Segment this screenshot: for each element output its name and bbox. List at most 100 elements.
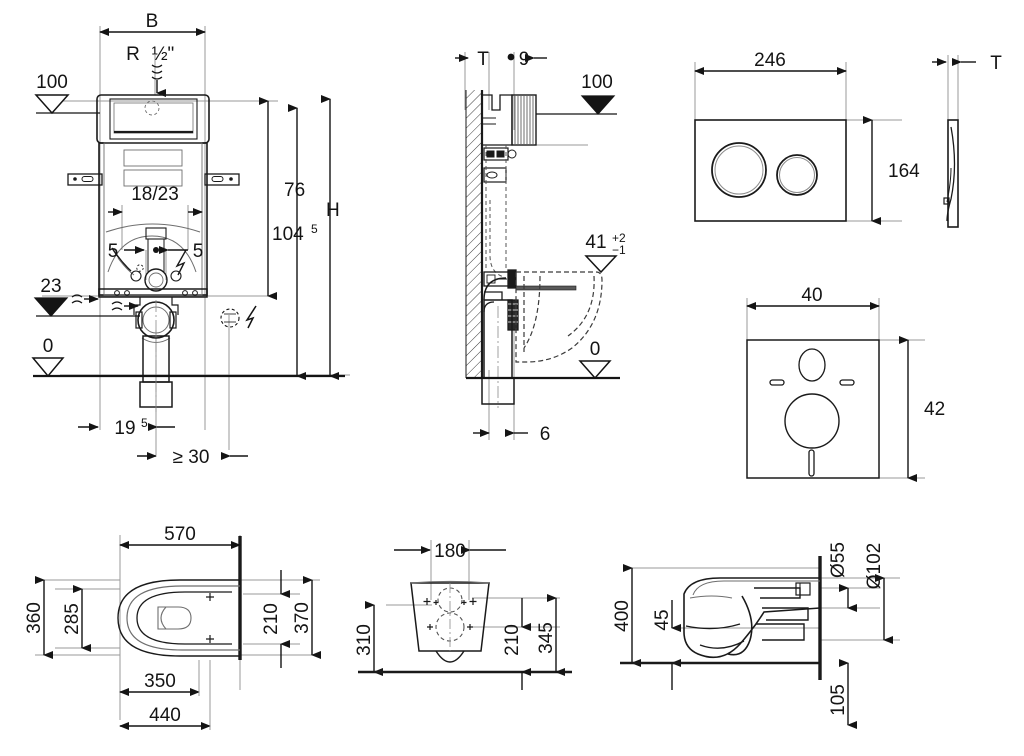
dim-T-plate-label: T xyxy=(990,53,1002,74)
level-triangle-open-41 xyxy=(584,255,618,274)
dim-360: 360 xyxy=(24,576,53,659)
dim-180: 180 xyxy=(394,541,506,562)
insulation-mat-body xyxy=(746,339,880,479)
mat-left-slot xyxy=(769,379,785,386)
dim-210-plan: 210 xyxy=(261,570,290,668)
dim-42-label: 42 xyxy=(924,399,945,420)
dim-T-plate: T xyxy=(932,53,1002,74)
dim-5-left: 5 xyxy=(108,241,145,262)
dim-5-right: 5 xyxy=(153,241,203,262)
dim-min-30: ≥ 30 xyxy=(137,447,248,468)
level-marker-41: 41 +2 −1 xyxy=(584,231,626,274)
dim-210-front-label: 210 xyxy=(502,624,523,656)
dim-R-fraction: ½" xyxy=(152,44,175,65)
level-100-label: 100 xyxy=(36,72,68,93)
view-wc-side: 400 45 Ø55 xyxy=(612,542,900,729)
dim-76-label: 76 xyxy=(284,180,305,201)
mat-bottom-slot xyxy=(808,449,815,477)
dim-104-label: 104 xyxy=(272,224,304,245)
fixing-point-markers xyxy=(206,593,214,643)
dim-104-5: 104 5 xyxy=(272,104,318,380)
level-marker-100-side: 100 xyxy=(536,72,617,115)
water-flow-icon xyxy=(151,64,163,80)
dim-T-side-label: T xyxy=(477,49,489,70)
dim-210-front: 210 xyxy=(502,598,531,690)
level-triangle-open-0 xyxy=(31,357,65,378)
view-flush-plate: 246 164 T xyxy=(694,50,1002,228)
small-flush-button[interactable] xyxy=(776,154,818,196)
dim-R-label: R xyxy=(126,44,140,65)
view-insulation-mat: 40 42 xyxy=(746,285,945,482)
dim-diameter-55: Ø55 xyxy=(828,542,857,612)
dim-45: 45 xyxy=(652,600,681,690)
dim-T-side: T xyxy=(455,49,489,70)
dim-H: H xyxy=(321,95,340,380)
view-frame-side: T 9 xyxy=(455,49,626,445)
dim-285: 285 xyxy=(62,585,91,652)
dim-5-left-label: 5 xyxy=(108,241,119,262)
dim-6-label: 6 xyxy=(540,424,551,445)
wc-pan-plan-body xyxy=(117,579,240,657)
level-23-label: 23 xyxy=(40,276,61,297)
dim-B: B xyxy=(99,11,206,36)
dim-18-23-label: 18/23 xyxy=(131,184,179,205)
level-marker-100-front: 100 xyxy=(34,72,100,115)
mat-upper-opening xyxy=(798,348,826,382)
dim-19-superscript: 5 xyxy=(141,416,148,430)
level-triangle-open-0-side xyxy=(578,360,612,380)
fixing-cross-markers-front xyxy=(423,598,477,630)
dim-570: 570 xyxy=(119,524,241,549)
view-wc-front: 180 310 xyxy=(354,540,572,690)
large-flush-button[interactable] xyxy=(711,142,767,198)
dim-41-subscript: −1 xyxy=(612,243,626,257)
level-triangle-filled-100 xyxy=(580,95,616,115)
dim-H-label: H xyxy=(326,200,340,221)
dim-310-label: 310 xyxy=(354,624,375,656)
diameter-dot-icon xyxy=(507,53,515,61)
dim-5-right-label: 5 xyxy=(193,241,204,262)
dim-42: 42 xyxy=(899,336,945,482)
dim-45-label: 45 xyxy=(652,609,673,630)
cistern-frame-body xyxy=(67,94,240,412)
flush-plate-front xyxy=(694,119,847,222)
dim-9: 9 xyxy=(507,49,547,70)
mat-waste-opening xyxy=(784,393,840,449)
dim-350: 350 xyxy=(119,671,200,696)
dim-570-label: 570 xyxy=(164,524,196,545)
waste-flow-icon-1 xyxy=(71,294,83,304)
level-triangle-open-100 xyxy=(34,94,70,115)
dim-370-label: 370 xyxy=(292,602,313,634)
dim-246-label: 246 xyxy=(754,50,786,71)
dim-345-label: 345 xyxy=(536,622,557,654)
dim-400-label: 400 xyxy=(612,600,633,632)
dim-246: 246 xyxy=(694,50,847,75)
dim-310: 310 xyxy=(354,601,383,676)
dim-440-label: 440 xyxy=(149,705,181,726)
dim-41-superscript: +2 xyxy=(612,231,626,245)
dim-19-label: 19 xyxy=(114,418,135,439)
dim-19-5: 19 5 xyxy=(78,416,175,439)
dim-40: 40 xyxy=(746,285,880,310)
dim-6: 6 xyxy=(473,424,550,445)
dim-210-plan-label: 210 xyxy=(261,603,282,635)
waste-flow-icon-2 xyxy=(111,301,123,311)
dim-40-label: 40 xyxy=(801,285,822,306)
dim-41-label: 41 xyxy=(585,232,606,253)
dim-360-label: 360 xyxy=(24,602,45,634)
center-point-marker xyxy=(153,247,159,253)
dim-B-label: B xyxy=(146,11,159,32)
dim-105: 105 xyxy=(828,659,857,729)
wc-pan-side-body xyxy=(683,577,821,659)
level-100-side-label: 100 xyxy=(581,72,613,93)
level-triangle-filled-23 xyxy=(33,297,69,317)
wc-pan-front-body xyxy=(410,580,490,663)
wall-section xyxy=(465,90,484,378)
dim-55-label: Ø55 xyxy=(828,542,849,578)
dim-164-label: 164 xyxy=(888,161,920,182)
level-marker-23: 23 xyxy=(33,276,140,317)
dim-105-label: 105 xyxy=(828,684,849,716)
dim-164: 164 xyxy=(863,116,920,225)
water-connection-callout: R ½" xyxy=(126,44,175,97)
